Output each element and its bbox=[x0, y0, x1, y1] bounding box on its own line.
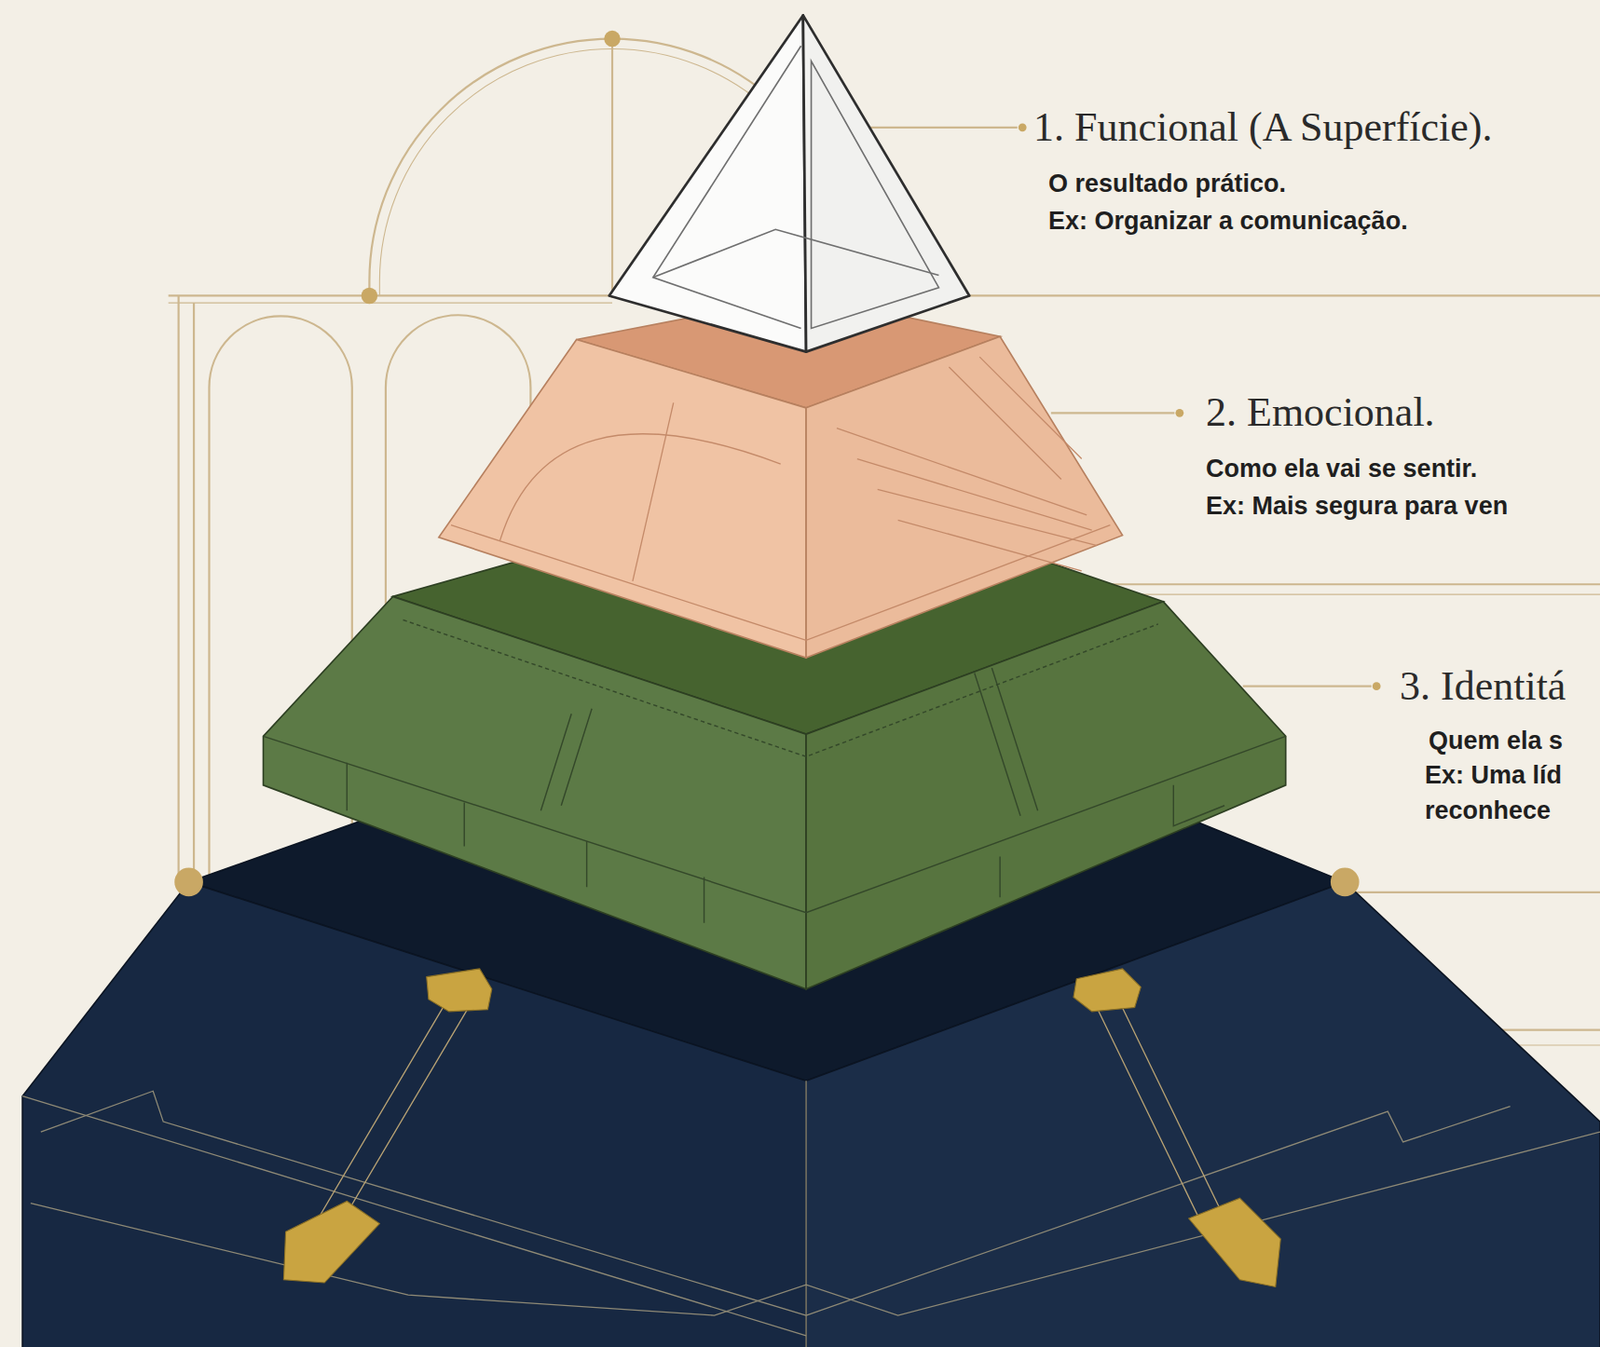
leader-line bbox=[1243, 685, 1372, 688]
level-description: Como ela vai se sentir. bbox=[1205, 452, 1477, 486]
green-right-face bbox=[806, 601, 1286, 990]
peach-left-face bbox=[438, 340, 807, 659]
column-line bbox=[177, 295, 180, 888]
corner-dot bbox=[174, 868, 204, 898]
peach-lip bbox=[451, 525, 1110, 642]
level-description: O resultado prático. bbox=[1048, 167, 1286, 201]
level-heading: 3. Identitá bbox=[1399, 663, 1566, 711]
glass-inner bbox=[653, 45, 802, 329]
base-detail bbox=[806, 1107, 1511, 1316]
green-ladder bbox=[974, 668, 1039, 817]
guide-line bbox=[168, 302, 613, 304]
base-detail bbox=[30, 1132, 1600, 1316]
green-strut bbox=[540, 709, 592, 811]
leader-dot bbox=[1372, 682, 1382, 691]
guide-line bbox=[611, 39, 614, 299]
green-ledge bbox=[263, 736, 1286, 913]
level-heading: 1. Funcional (A Superfície). bbox=[1033, 104, 1492, 151]
level-description: Quem ela s bbox=[1428, 724, 1563, 758]
gold-block bbox=[283, 1201, 380, 1284]
glass-inner bbox=[653, 229, 940, 277]
leader-dot bbox=[1175, 409, 1184, 418]
leader-dot bbox=[1018, 123, 1027, 132]
gold-block bbox=[1073, 969, 1141, 1012]
glass-right-face bbox=[803, 14, 970, 352]
peach-right-face bbox=[806, 336, 1122, 658]
peach-line bbox=[632, 402, 674, 582]
pillar-line bbox=[1092, 998, 1231, 1230]
pillar-line bbox=[306, 998, 476, 1240]
base-right-face bbox=[806, 882, 1600, 1347]
guide-line bbox=[1122, 594, 1600, 596]
guide-line bbox=[1344, 891, 1600, 894]
peach-hatch bbox=[836, 356, 1097, 572]
gold-block bbox=[426, 969, 493, 1012]
glass-left-face bbox=[609, 14, 807, 352]
level-example: Ex: Organizar a comunicação. bbox=[1048, 205, 1409, 238]
leader-line bbox=[869, 126, 1018, 129]
green-detail bbox=[999, 785, 1225, 898]
base-detail bbox=[22, 1096, 807, 1337]
green-left-face bbox=[263, 596, 807, 989]
base-detail bbox=[805, 1080, 807, 1347]
gold-block bbox=[1189, 1198, 1282, 1287]
guide-dot bbox=[361, 287, 379, 305]
level-example: Ex: Mais segura para ven bbox=[1205, 490, 1508, 523]
guide-dot bbox=[603, 30, 621, 48]
leader-line bbox=[1051, 411, 1175, 414]
green-detail bbox=[346, 763, 704, 924]
level-example: Ex: Uma líd reconhece bbox=[1424, 757, 1593, 829]
column-line bbox=[192, 302, 195, 888]
base-detail bbox=[41, 1091, 807, 1316]
corner-dot bbox=[1330, 868, 1360, 898]
peach-arc bbox=[500, 434, 781, 541]
glass-inner bbox=[811, 61, 940, 329]
guide-line bbox=[1107, 583, 1600, 586]
base-left-face bbox=[22, 882, 807, 1347]
level-heading: 2. Emocional. bbox=[1205, 389, 1436, 437]
